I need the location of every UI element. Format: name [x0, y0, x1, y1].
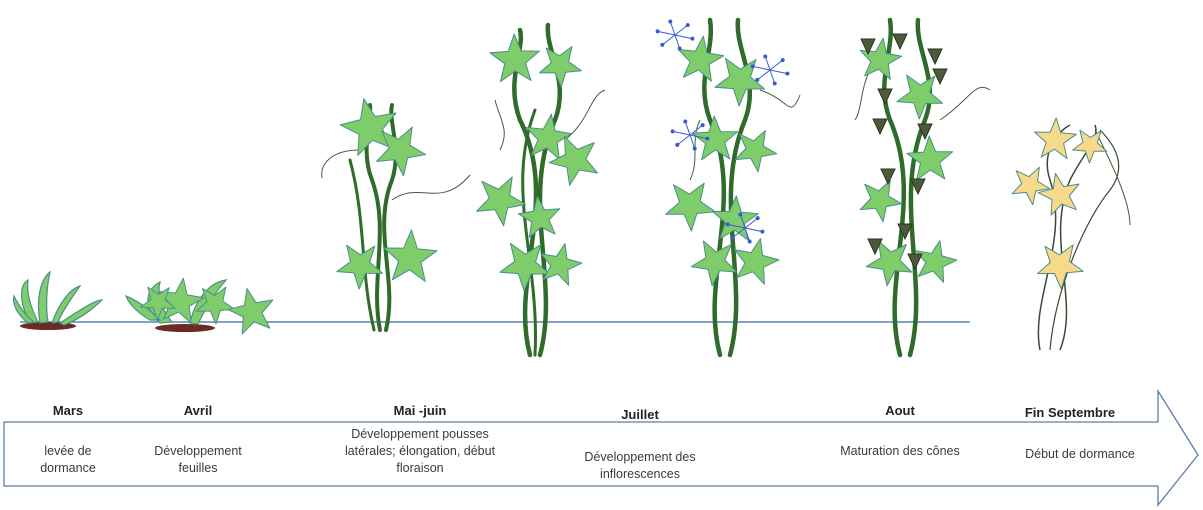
stage-desc-mars: levée de dormance	[18, 443, 118, 477]
leaf	[666, 183, 715, 231]
tendril	[1095, 130, 1130, 225]
leaf	[540, 47, 582, 88]
cone	[873, 119, 887, 134]
stage-desc-mai-juin: Développement pousses latérales; élongat…	[310, 426, 530, 477]
flower-bud	[751, 64, 755, 68]
stage-desc-aout: Maturation des cônes	[810, 443, 990, 460]
stage-month-fin-septembre: Fin Septembre	[1000, 405, 1140, 420]
leaf	[228, 289, 273, 334]
stage-month-juillet: Juillet	[600, 407, 680, 422]
flower-stalk	[753, 66, 770, 70]
flower-stalk	[685, 122, 690, 136]
flower-bud	[671, 129, 675, 133]
flower-stalk	[673, 131, 690, 135]
flower-bud	[701, 123, 705, 127]
leaf	[477, 177, 526, 226]
flower-stalk	[675, 25, 688, 35]
flower-stalk	[745, 228, 762, 232]
stem	[514, 30, 536, 355]
flower-bud	[756, 216, 760, 220]
flower-bud	[686, 23, 690, 27]
leaf	[897, 75, 943, 119]
sprout-leaf	[38, 272, 50, 323]
flower-bud	[705, 137, 709, 141]
flower-bud	[660, 43, 664, 47]
flower-bud	[678, 47, 682, 51]
tendril	[392, 175, 470, 200]
flower-stalk	[658, 31, 675, 35]
stage-month-mai-juin: Mai -juin	[365, 403, 475, 418]
flower-bud	[683, 120, 687, 124]
stage-desc-juillet: Développement des inflorescences	[550, 449, 730, 483]
cone	[908, 254, 922, 269]
flower-bud	[785, 72, 789, 76]
leaf	[916, 241, 957, 283]
stem	[350, 160, 374, 330]
tendril	[855, 70, 870, 120]
flower-bud	[763, 55, 767, 59]
flower-stalk	[757, 70, 770, 80]
tendril	[760, 90, 800, 107]
flower-bud	[656, 29, 660, 33]
flower-stalk	[675, 35, 680, 49]
leaf	[860, 181, 902, 222]
dormant-leaf	[1038, 174, 1079, 216]
stage-desc-fin-septembre: Début de dormance	[1000, 446, 1160, 463]
leaf	[678, 36, 723, 81]
leaf	[735, 131, 777, 172]
stage-month-mars: Mars	[28, 403, 108, 418]
flower-bud	[781, 58, 785, 62]
dormant-leaf	[1035, 118, 1077, 159]
flower-stalk	[690, 135, 695, 149]
flower-bud	[760, 230, 764, 234]
flower-stalk	[770, 70, 787, 74]
flower-stalk	[675, 35, 692, 39]
stage-month-aout: Aout	[860, 403, 940, 418]
cone	[881, 169, 895, 184]
leaf	[377, 127, 426, 176]
flower-stalk	[765, 57, 770, 71]
flower-stalk	[662, 35, 675, 45]
flower-bud	[738, 213, 742, 217]
flower-bud	[773, 82, 777, 86]
dormant-leaf	[1038, 245, 1084, 289]
flower-bud	[755, 78, 759, 82]
cone	[893, 34, 907, 49]
leaf	[715, 58, 764, 106]
tendril	[940, 87, 990, 120]
flower-stalk	[677, 135, 690, 145]
flower-bud	[675, 143, 679, 147]
dormant-leaf	[1012, 167, 1050, 205]
stage-month-avril: Avril	[158, 403, 238, 418]
flower-bud	[693, 147, 697, 151]
flower-bud	[726, 222, 730, 226]
flower-bud	[690, 37, 694, 41]
tendril	[495, 100, 504, 150]
soil	[155, 324, 215, 332]
dormant-stem	[1038, 125, 1070, 350]
leaf	[734, 239, 779, 285]
leaf	[384, 230, 437, 282]
cone	[928, 49, 942, 64]
flower-bud	[730, 236, 734, 240]
flower-stalk	[770, 70, 775, 84]
stage-desc-avril: Développement feuilles	[128, 443, 268, 477]
cone	[878, 89, 892, 104]
flower-stalk	[770, 60, 783, 70]
flower-stalk	[670, 22, 675, 36]
flower-bud	[668, 20, 672, 24]
flower-bud	[748, 240, 752, 244]
dormant-leaf	[1073, 130, 1107, 163]
tendril	[565, 90, 605, 140]
leaf	[541, 244, 582, 286]
leaf	[691, 241, 736, 286]
